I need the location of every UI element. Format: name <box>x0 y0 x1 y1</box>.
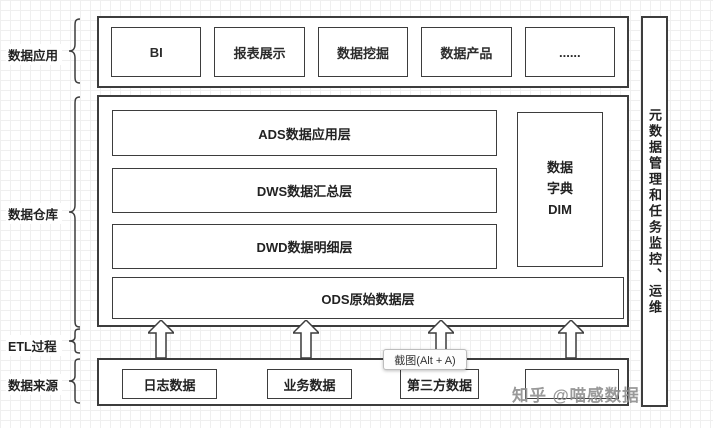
app-item-more: ...... <box>524 27 616 77</box>
layer-dwd: DWD数据明细层 <box>112 224 497 269</box>
label-data-source: 数据来源 <box>6 374 62 395</box>
label-data-application: 数据应用 <box>6 44 62 65</box>
layer-ods: ODS原始数据层 <box>112 277 624 319</box>
source-layer-box: 日志数据 业务数据 第三方数据 <box>97 358 629 406</box>
layer-ads: ADS数据应用层 <box>112 110 497 156</box>
source-other-data <box>525 369 619 399</box>
up-arrow-icon <box>148 320 174 358</box>
watermark-text: 知乎 @喵感数据 <box>512 387 640 405</box>
brace-data-warehouse-icon <box>68 96 81 328</box>
brace-data-application-icon <box>68 18 81 84</box>
screenshot-tooltip[interactable]: 截图(Alt + A) <box>383 349 467 370</box>
brace-data-source-icon <box>68 358 81 404</box>
source-log-data: 日志数据 <box>122 369 217 399</box>
label-etl-process: ETL过程 <box>6 335 62 356</box>
application-layer-box: BI 报表展示 数据挖掘 数据产品 ...... <box>97 16 629 88</box>
dim-dictionary-box: 数据 字典 DIM <box>517 112 603 267</box>
metadata-management-bar: 元数据管理和任务监控、运维 <box>641 16 668 407</box>
application-items: BI 报表展示 数据挖掘 数据产品 ...... <box>111 27 616 77</box>
brace-etl-process-icon <box>68 328 81 354</box>
layer-dws: DWS数据汇总层 <box>112 168 497 213</box>
up-arrow-icon <box>293 320 319 358</box>
warehouse-box: ADS数据应用层 DWS数据汇总层 DWD数据明细层 ODS原始数据层 数据 字… <box>97 95 629 327</box>
metadata-management-label: 元数据管理和任务监控、运维 <box>647 107 662 316</box>
up-arrow-icon <box>558 320 584 358</box>
up-arrow-icon <box>428 320 454 358</box>
label-data-warehouse: 数据仓库 <box>6 203 62 224</box>
app-item-report: 报表展示 <box>214 27 305 77</box>
source-thirdparty-data: 第三方数据 <box>400 369 479 399</box>
app-item-data-mining: 数据挖掘 <box>317 27 409 77</box>
app-item-data-product: 数据产品 <box>421 27 512 77</box>
source-business-data: 业务数据 <box>267 369 352 399</box>
app-item-bi: BI <box>111 27 202 77</box>
